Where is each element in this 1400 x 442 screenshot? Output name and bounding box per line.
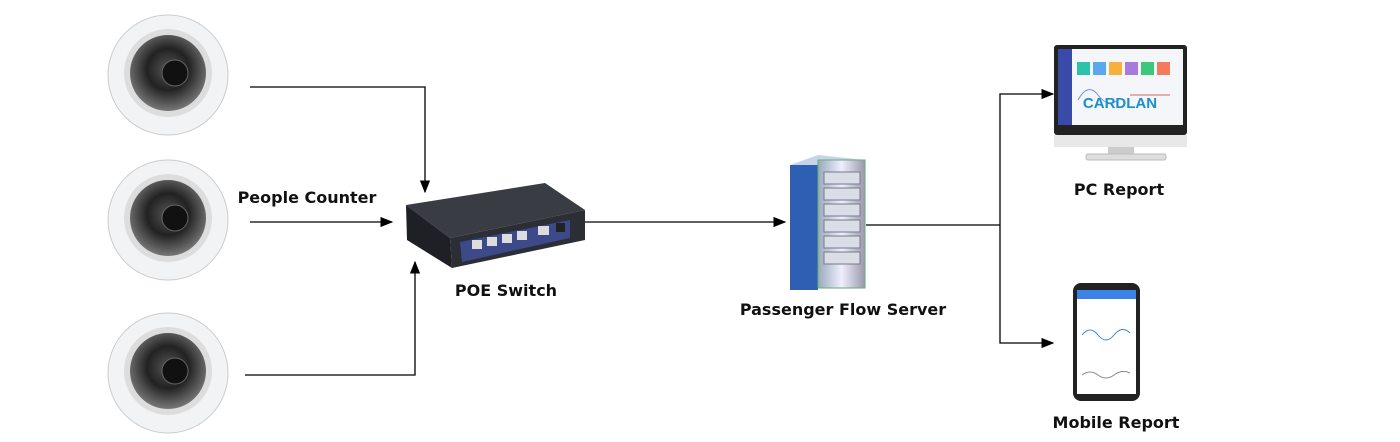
- poe-switch: [406, 183, 585, 268]
- connector-camera3-switch: [245, 260, 421, 376]
- cardlan-logo: CARDLAN: [1083, 95, 1157, 112]
- label-pc-report: PC Report: [1074, 180, 1165, 199]
- camera-1: [107, 14, 229, 136]
- camera-3: [107, 312, 229, 434]
- camera-2: [107, 159, 229, 281]
- server: [790, 155, 866, 290]
- connector-hub-pc: [999, 88, 1055, 225]
- pc-monitor: CARDLAN: [1054, 45, 1187, 161]
- label-server: Passenger Flow Server: [740, 300, 946, 319]
- label-people-counter: People Counter: [238, 188, 377, 207]
- label-poe-switch: POE Switch: [455, 281, 557, 300]
- mobile-phone: [1073, 283, 1140, 401]
- label-mobile-report: Mobile Report: [1053, 413, 1180, 432]
- connector-hub-mobile: [999, 225, 1055, 349]
- connector-camera1-switch: [250, 86, 431, 194]
